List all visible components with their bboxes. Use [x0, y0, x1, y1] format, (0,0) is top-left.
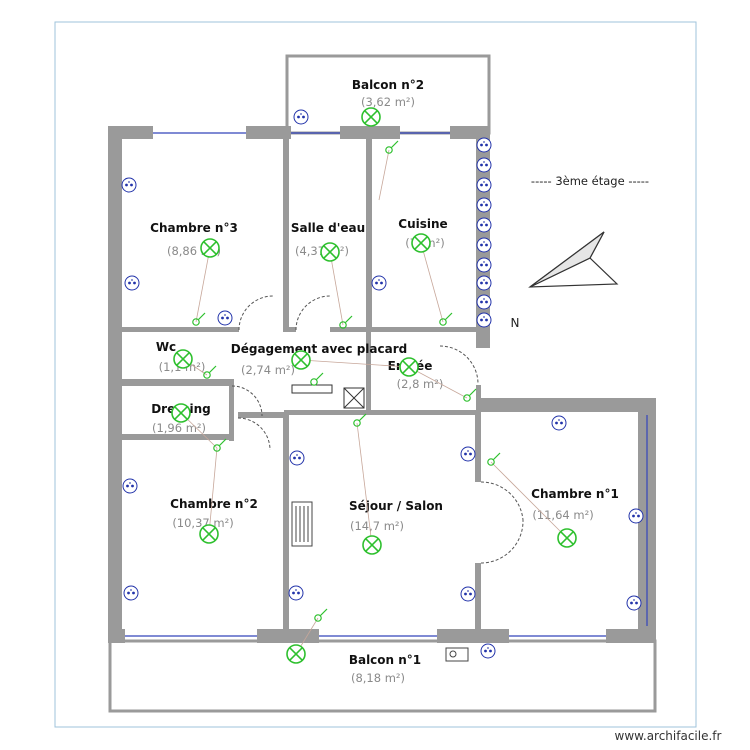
lights: [171, 107, 577, 664]
power-outlet-icon: [476, 137, 492, 153]
power-outlet-icon: [121, 177, 137, 193]
north-arrow-icon: [528, 231, 619, 288]
light-fixture-icon: [362, 535, 382, 555]
switch-icon: [353, 413, 367, 427]
room-area-degagement: (2,74 m²): [241, 363, 295, 377]
room-area-dressing: (1,96 m²): [152, 421, 206, 435]
power-outlet-icon: [480, 643, 496, 659]
power-outlet-icon: [122, 478, 138, 494]
power-outlet-icon: [123, 585, 139, 601]
power-outlet-icon: [476, 312, 492, 328]
switch-icon: [310, 372, 324, 386]
light-fixture-icon: [173, 349, 193, 369]
room-area-sejour: (14,7 m²): [350, 519, 404, 533]
light-fixture-icon: [320, 242, 340, 262]
room-area-chambre-2: (10,37 m²): [172, 516, 233, 530]
room-area-chambre-1: (11,64 m²): [532, 508, 593, 522]
room-label-sejour: Séjour / Salon: [349, 499, 443, 513]
room-area-balcon-1: (8,18 m²): [351, 671, 405, 685]
switch-icon: [439, 312, 453, 326]
light-fixture-icon: [557, 528, 577, 548]
power-outlet-icon: [476, 177, 492, 193]
wiring: [180, 149, 568, 655]
radiator-icon: [291, 501, 313, 547]
power-outlet-icon: [626, 595, 642, 611]
light-fixture-icon: [171, 403, 191, 423]
floor-label: ----- 3ème étage -----: [531, 174, 649, 188]
power-outlet-icon: [476, 237, 492, 253]
light-fixture-icon: [199, 524, 219, 544]
room-label-balcon-1: Balcon n°1: [349, 653, 421, 667]
power-outlet-icon: [293, 109, 309, 125]
credit-watermark: www.archifacile.fr: [615, 729, 722, 743]
light-fixture-icon: [286, 644, 306, 664]
switch-icon: [314, 608, 328, 622]
windows: [125, 132, 648, 637]
power-outlet-icon: [217, 310, 233, 326]
power-outlet-icon: [476, 157, 492, 173]
power-outlet-icon: [371, 275, 387, 291]
room-label-salle-deau: Salle d'eau: [291, 221, 365, 235]
room-label-chambre-1: Chambre n°1: [531, 487, 619, 501]
switch-icon: [213, 438, 227, 452]
light-fixture-icon: [200, 238, 220, 258]
room-label-degagement: Dégagement avec placard: [231, 342, 407, 356]
power-outlet-icon: [460, 586, 476, 602]
walls: [108, 126, 656, 643]
room-label-chambre-2: Chambre n°2: [170, 497, 258, 511]
north-label: N: [511, 316, 520, 330]
switch-icon: [203, 365, 217, 379]
plan-frame: [54, 21, 697, 728]
switch-icon: [487, 452, 501, 466]
switch-icon: [385, 140, 399, 154]
room-area-balcon-2: (3,62 m²): [361, 95, 415, 109]
switch-icon: [339, 315, 353, 329]
power-outlet-icon: [628, 508, 644, 524]
power-outlet-icon: [476, 197, 492, 213]
power-outlet-icon: [460, 446, 476, 462]
room-area-entree: (2,8 m²): [397, 377, 444, 391]
room-label-chambre-3: Chambre n°3: [150, 221, 238, 235]
power-outlet-icon: [551, 415, 567, 431]
power-outlet-icon: [476, 257, 492, 273]
light-fixture-icon: [411, 233, 431, 253]
balcony-1: [108, 639, 657, 713]
power-outlet-icon: [288, 585, 304, 601]
power-outlet-icon: [476, 294, 492, 310]
outlets: [121, 109, 644, 659]
power-outlet-icon: [124, 275, 140, 291]
room-label-cuisine: Cuisine: [398, 217, 447, 231]
appliance-icon: [445, 647, 469, 662]
switches: [192, 140, 501, 622]
doors: [231, 295, 524, 564]
electric-panel-icon: [343, 387, 365, 409]
power-outlet-icon: [476, 275, 492, 291]
room-label-balcon-2: Balcon n°2: [352, 78, 424, 92]
light-fixture-icon: [361, 107, 381, 127]
switch-icon: [192, 312, 206, 326]
room-fills: [122, 139, 638, 629]
light-fixture-icon: [291, 350, 311, 370]
room-label-wc: Wc: [156, 340, 176, 354]
power-outlet-icon: [289, 450, 305, 466]
light-fixture-icon: [399, 357, 419, 377]
switch-icon: [463, 388, 477, 402]
power-outlet-icon: [476, 217, 492, 233]
